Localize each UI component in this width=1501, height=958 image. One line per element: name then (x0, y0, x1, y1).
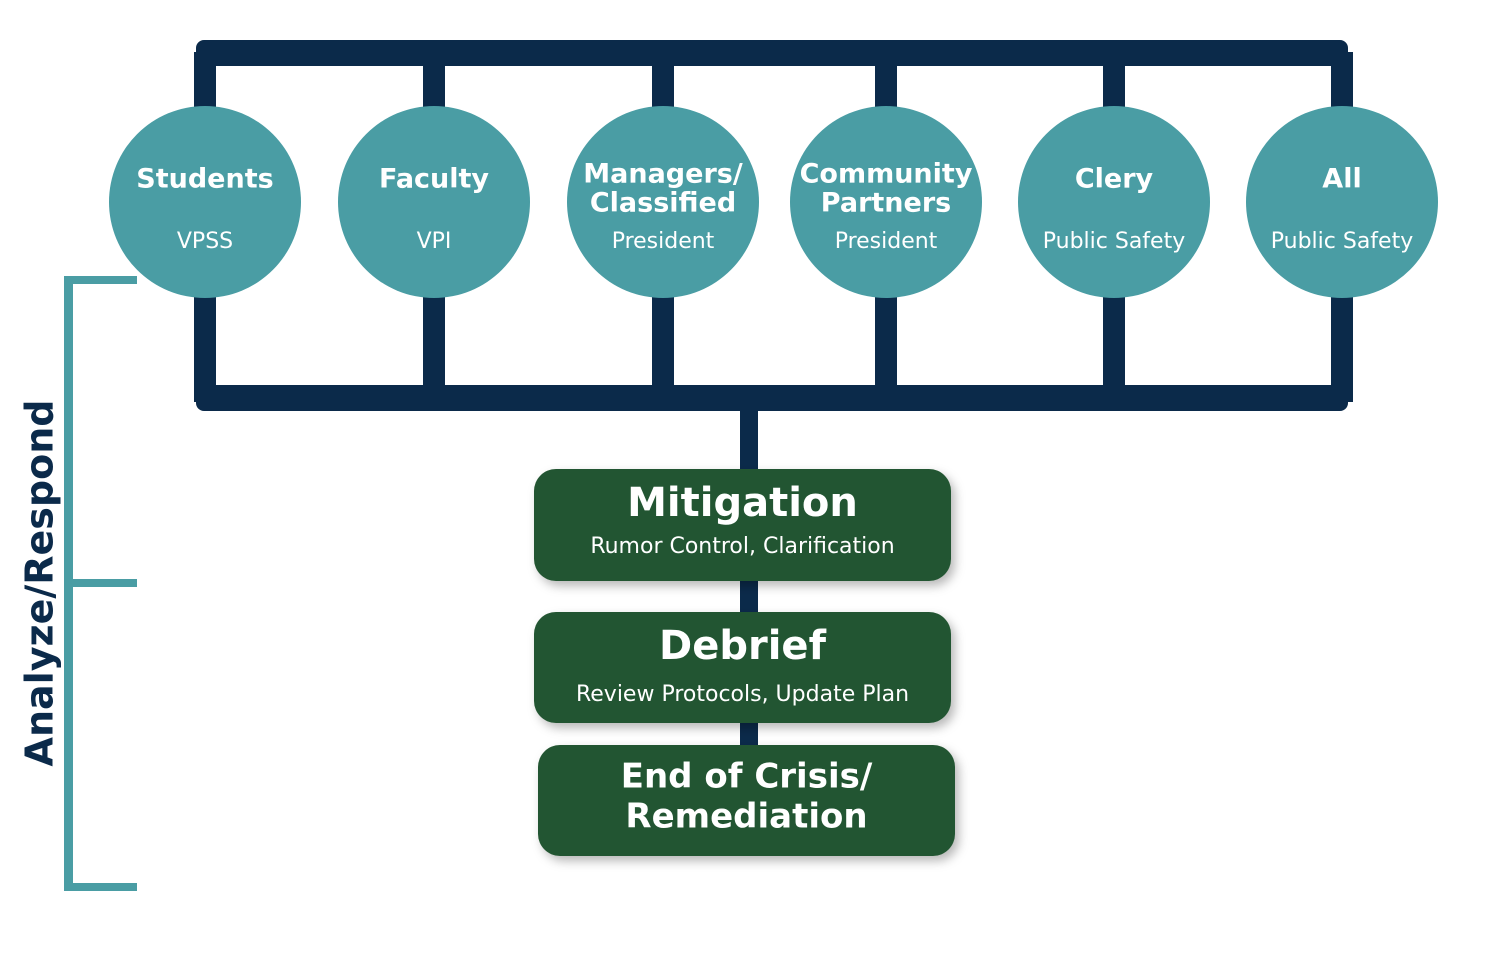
process-step-title: End of Crisis/ (621, 757, 873, 797)
step-connector (740, 718, 758, 750)
audience-subtitle: Public Safety (1271, 229, 1413, 254)
process-step-box (534, 612, 951, 723)
process-step-subtitle: Review Protocols, Update Plan (576, 682, 909, 707)
audience-circle (567, 106, 759, 298)
process-step-box (538, 745, 955, 856)
audience-circle (338, 106, 530, 298)
frame-connector-stem (740, 405, 758, 475)
analyze-respond-bracket (64, 276, 137, 891)
frame-top-bar (196, 40, 1348, 66)
audience-title: Managers/ (583, 159, 743, 190)
audience-nodes: StudentsVPSSFacultyVPIManagers/Classifie… (109, 106, 1438, 298)
side-label: Analyze/Respond (18, 400, 62, 767)
audience-circle (790, 106, 982, 298)
audience-subtitle: VPSS (177, 229, 233, 254)
audience-title: Clery (1075, 164, 1154, 195)
audience-title: Students (136, 164, 273, 195)
audience-title: Community (800, 159, 973, 190)
audience-subtitle: Public Safety (1043, 229, 1185, 254)
audience-subtitle: President (835, 229, 938, 254)
audience-title: Partners (821, 188, 951, 219)
audience-circle (109, 106, 301, 298)
process-step-title: Mitigation (627, 480, 858, 526)
audience-title: All (1322, 164, 1361, 195)
audience-subtitle: VPI (417, 229, 452, 254)
audience-circle (1018, 106, 1210, 298)
process-step-subtitle: Rumor Control, Clarification (590, 534, 894, 559)
process-step-title: Debrief (659, 623, 827, 669)
step-connector (740, 575, 758, 620)
bracket-tick-top (64, 276, 137, 284)
audience-title: Classified (590, 188, 736, 219)
frame-bottom-bar (196, 385, 1348, 411)
bracket-tick-middle (64, 579, 137, 587)
bracket-tick-bottom (64, 883, 137, 891)
audience-subtitle: President (612, 229, 715, 254)
audience-title: Faculty (379, 164, 489, 195)
process-step: End of Crisis/Remediation (538, 745, 955, 856)
audience-circle (1246, 106, 1438, 298)
process-step-box (534, 469, 951, 581)
process-step-title: Remediation (625, 797, 867, 837)
